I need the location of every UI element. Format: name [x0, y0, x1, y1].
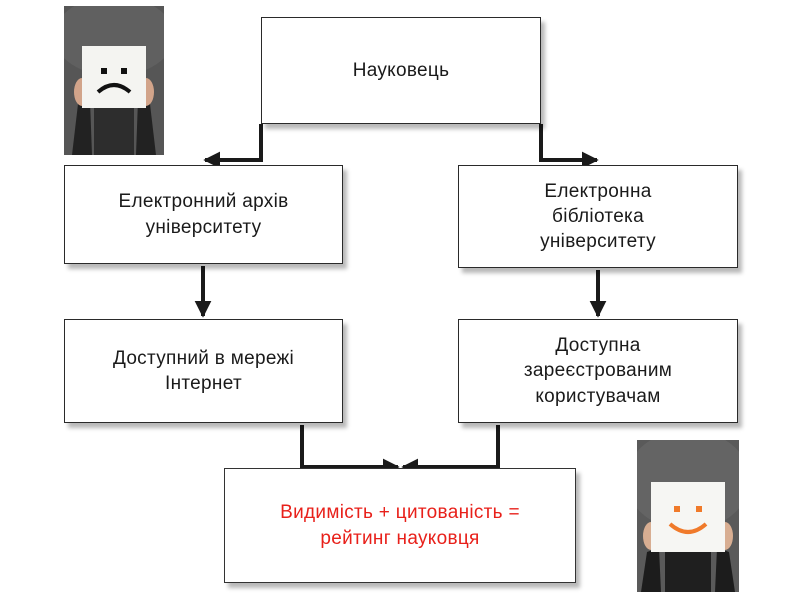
- university-library-label: Електронна бібліотека університету: [540, 180, 656, 253]
- rating-box: Видимість + цитованість = рейтинг науков…: [224, 468, 576, 583]
- arrow-internet-to-rating: [300, 425, 400, 476]
- university-library-box: Електронна бібліотека університету: [458, 165, 738, 268]
- person-holding-sad-face-sign-icon: [64, 6, 164, 155]
- scientist-box: Науковець: [261, 17, 541, 124]
- person-holding-smiley-face-sign-icon: [637, 440, 739, 592]
- arrow-top-to-library: [539, 124, 599, 169]
- arrow-registered-to-rating: [401, 425, 500, 476]
- university-archive-label: Електронний архів університету: [118, 191, 289, 238]
- registered-users-box: Доступна зареєстрованим користувачам: [458, 319, 738, 423]
- registered-users-label: Доступна зареєстрованим користувачам: [523, 335, 673, 407]
- scientist-label: Науковець: [352, 59, 450, 81]
- arrow-top-to-archive: [203, 124, 263, 169]
- rating-label: Видимість + цитованість = рейтинг науков…: [280, 502, 520, 549]
- internet-access-box: Доступний в мережі Інтернет: [64, 319, 343, 423]
- internet-access-label: Доступний в мережі Інтернет: [112, 347, 295, 394]
- university-archive-box: Електронний архів університету: [64, 165, 343, 264]
